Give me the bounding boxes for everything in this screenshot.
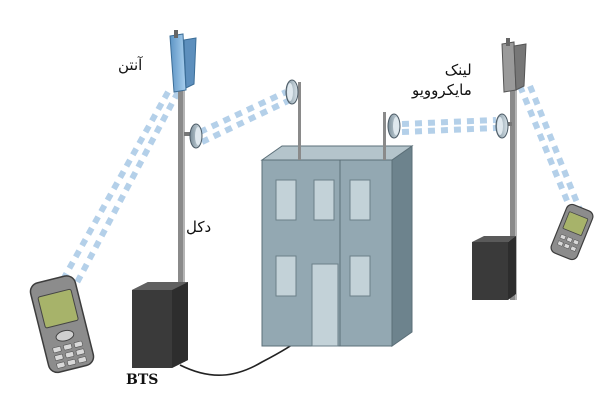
roof-dish-right (383, 112, 401, 160)
right-cabinet (472, 236, 516, 300)
roof-dish-left (285, 79, 301, 160)
antenna-label: آنتن (118, 56, 143, 74)
microwave-link-label-line2: مایکروویو (412, 81, 472, 99)
beam-right-dish-to-roof-dish-2 (401, 125, 497, 135)
left-cabinet (132, 282, 188, 368)
building (260, 145, 414, 347)
beam-left-dish-to-roof-dish-2 (200, 97, 292, 145)
beam-left-dish-to-roof-dish (198, 89, 288, 135)
bts-label: BTS (126, 372, 159, 388)
signal-beams (57, 84, 583, 294)
left-phone (29, 275, 95, 374)
left-mast (178, 72, 185, 362)
beam-right-antenna-to-phone-2 (527, 84, 583, 212)
right-mast-dish (495, 113, 512, 139)
building-windows (275, 179, 371, 297)
left-mast-dish (184, 123, 203, 149)
beam-right-antenna-to-phone (517, 84, 573, 210)
beam-left-antenna-to-phone (57, 90, 171, 287)
right-mast (510, 60, 517, 300)
right-phone (550, 203, 594, 261)
mast-label: دکل (186, 218, 212, 236)
beam-left-antenna-to-phone-2 (69, 90, 181, 294)
microwave-link-label: لینک مایکروویو (412, 60, 472, 100)
right-antenna (501, 38, 527, 93)
microwave-link-label-line1: لینک (444, 61, 472, 79)
beam-right-dish-to-roof-dish (401, 117, 497, 127)
left-antenna (169, 30, 197, 93)
building-door (311, 263, 339, 347)
